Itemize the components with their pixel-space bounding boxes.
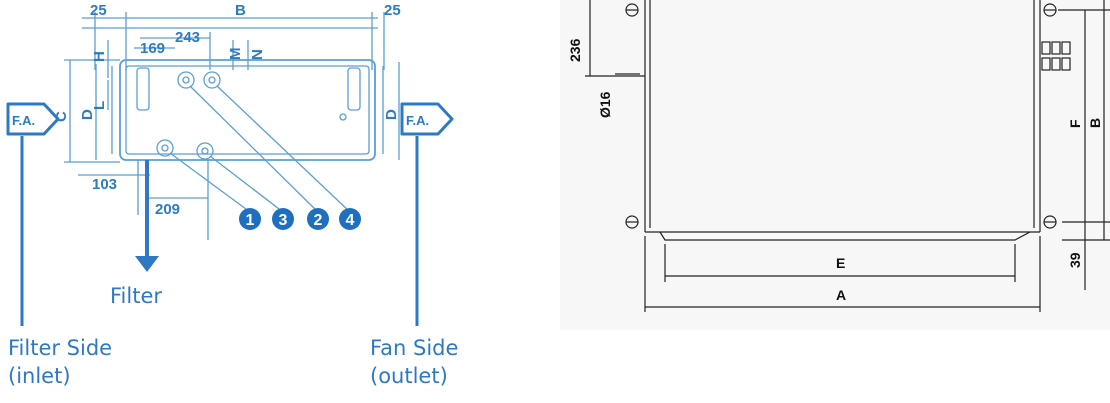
unit-front-view-diagram: 236 Ø16 E A F B 39 xyxy=(560,0,1110,330)
filter-caption: Filter xyxy=(110,284,163,308)
dim-c: C xyxy=(53,111,70,122)
filter-side-title: Filter Side xyxy=(8,336,113,360)
dim-39: 39 xyxy=(1067,252,1083,268)
svg-text:2: 2 xyxy=(314,212,323,229)
fan-side-subtitle: (outlet) xyxy=(370,364,448,388)
dim-103: 103 xyxy=(92,176,117,193)
fa-right-label: F.A. xyxy=(406,113,429,128)
dim-25-right: 25 xyxy=(384,2,401,19)
dim-diameter-16: Ø16 xyxy=(597,91,613,118)
connection-badge-3: 3 xyxy=(272,208,294,230)
svg-text:1: 1 xyxy=(246,212,255,229)
dim-b-right: B xyxy=(1087,118,1103,128)
svg-text:4: 4 xyxy=(346,212,355,229)
filter-side-caption: Filter Side (inlet) xyxy=(8,334,112,390)
dim-b-top: B xyxy=(235,2,246,19)
dim-n: N xyxy=(249,49,266,60)
dim-236: 236 xyxy=(567,38,583,62)
dim-m: M xyxy=(227,48,244,61)
dim-a: A xyxy=(836,287,846,303)
dim-h: H xyxy=(91,51,108,62)
dim-209: 209 xyxy=(155,201,180,218)
dim-e: E xyxy=(836,255,845,271)
svg-text:3: 3 xyxy=(279,212,288,229)
dim-169: 169 xyxy=(140,40,165,57)
connection-badge-2: 2 xyxy=(307,208,329,230)
connection-badge-4: 4 xyxy=(339,208,361,230)
dim-d-right: D xyxy=(383,109,400,120)
unit-top-view-diagram: F.A. F.A. 25 B 25 243 169 H M N L C D D … xyxy=(6,2,454,326)
dim-25-left: 25 xyxy=(90,2,107,19)
connection-badge-1: 1 xyxy=(239,208,261,230)
dim-243: 243 xyxy=(175,29,200,46)
filter-arrow xyxy=(135,160,159,272)
dim-d-left: D xyxy=(79,109,96,120)
fan-side-title: Fan Side xyxy=(370,336,459,360)
dim-f: F xyxy=(1067,119,1083,128)
filter-side-subtitle: (inlet) xyxy=(8,364,71,388)
fa-left-label: F.A. xyxy=(12,113,35,128)
fa-left-tag: F.A. xyxy=(6,102,60,136)
fa-right-tag: F.A. xyxy=(400,102,454,136)
fan-side-caption: Fan Side (outlet) xyxy=(370,334,458,390)
dim-l: L xyxy=(91,101,108,110)
